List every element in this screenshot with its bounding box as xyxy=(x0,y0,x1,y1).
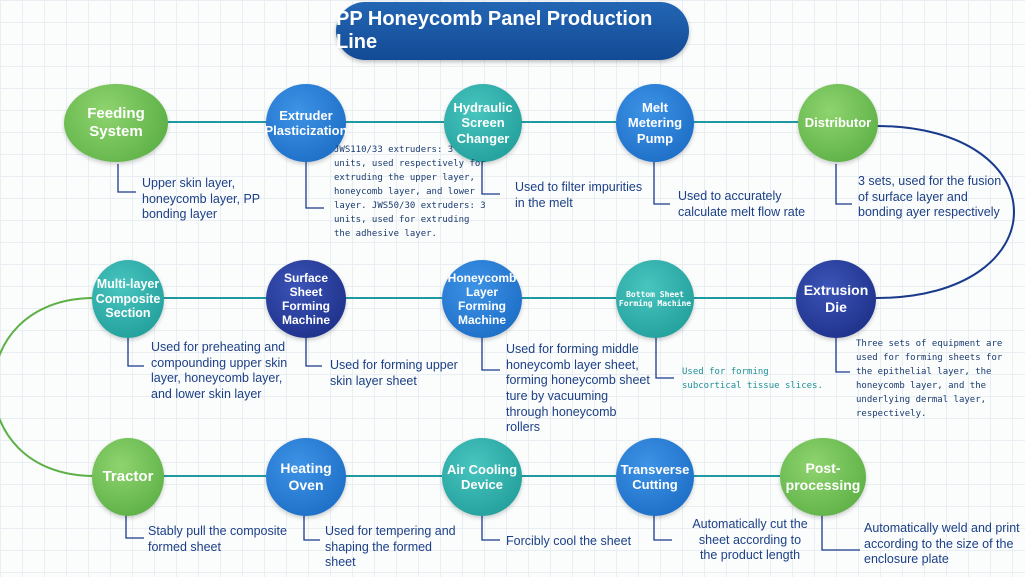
description-extrusion-die: Three sets of equipment are used for for… xyxy=(856,339,1003,419)
node-distributor: Distributor xyxy=(798,84,878,162)
node-label-line: Hydraulic xyxy=(453,100,513,115)
description-heating-oven: Used for tempering and shaping the forme… xyxy=(325,524,456,570)
node-label-line: Die xyxy=(825,299,847,315)
description-bottom-sheet-forming-machine: Used for forming subcortical tissue slic… xyxy=(682,367,823,391)
node-label-line: Cutting xyxy=(632,477,678,492)
node-label-line: Extruder xyxy=(279,107,333,123)
description-hydraulic-screen-changer: Used to filter impurities in the melt xyxy=(515,180,643,210)
node-post-processing: Post-processing xyxy=(780,438,866,516)
node-label-line: Post- xyxy=(805,460,841,477)
node-label-line: Honeycomb xyxy=(447,270,517,285)
node-label-line: Tractor xyxy=(102,468,154,486)
node-label-line: Layer Forming xyxy=(458,284,506,313)
loop-connector-left xyxy=(0,297,95,477)
diagram-title: PP Honeycomb Panel Production Line xyxy=(336,2,689,60)
description-air-cooling-device: Forcibly cool the sheet xyxy=(506,534,632,548)
callout-bracket-3 xyxy=(481,160,500,195)
callout-bracket-5 xyxy=(835,164,852,205)
callout-bracket-1 xyxy=(117,164,136,193)
node-label-line: Changer xyxy=(456,130,510,146)
node-label-line: System xyxy=(89,123,143,140)
description-extruder-plasticization: JWS110/33 extruders: 3 units, used respe… xyxy=(334,145,486,239)
node-label-line: Bottom Sheet xyxy=(626,289,684,299)
description-honeycomb-layer-forming-machine: Used for forming middle honeycomb layer … xyxy=(506,342,650,435)
node-label-line: Melt xyxy=(641,100,668,115)
description-post-processing: Automatically weld and print according t… xyxy=(864,521,1020,567)
loop-connector-right xyxy=(875,125,1015,299)
node-label-line: Composite xyxy=(95,291,161,306)
node-label-line: Distributor xyxy=(804,115,872,131)
node-label-line: Extrusion xyxy=(803,282,869,299)
node-label-line: Plasticization xyxy=(264,123,348,138)
node-label-line: Oven xyxy=(288,477,324,493)
node-label-line: Sheet Forming xyxy=(282,284,330,313)
callout-bracket-11 xyxy=(125,514,144,539)
description-feeding-system: Upper skin layer, honeycomb layer, PP bo… xyxy=(142,176,260,222)
description-distributor: 3 sets, used for the fusion of surface l… xyxy=(858,174,1002,220)
node-label-line: Screen xyxy=(461,115,505,131)
node-label-line: Section xyxy=(105,306,151,321)
node-label-line: Pump xyxy=(636,130,674,146)
node-label-line: Feeding xyxy=(87,105,145,123)
callout-bracket-7 xyxy=(305,336,322,367)
node-label-line: processing xyxy=(785,477,861,493)
node-label-line: Multi-layer xyxy=(96,276,160,291)
callout-bracket-15 xyxy=(821,514,860,551)
node-label-line: Machine xyxy=(281,313,330,328)
description-tractor: Stably pull the composite formed sheet xyxy=(148,524,287,554)
node-label-line: Surface xyxy=(283,270,329,285)
node-label-line: Machine xyxy=(457,313,506,328)
callout-bracket-14 xyxy=(653,514,672,541)
node-label-line: Device xyxy=(461,477,503,492)
callout-bracket-8 xyxy=(481,336,500,371)
node-tractor: Tractor xyxy=(92,438,164,516)
node-label-line: Heating xyxy=(280,460,332,477)
callout-bracket-10 xyxy=(835,336,850,373)
node-label-line: Transverse xyxy=(620,461,690,477)
node-label-line: Air Cooling xyxy=(446,461,518,477)
node-label-line: Metering xyxy=(627,115,683,131)
description-melt-metering-pump: Used to accurately calculate melt flow r… xyxy=(678,189,806,219)
description-multi-layer-composite-section: Used for preheating and compounding uppe… xyxy=(151,340,288,401)
callout-bracket-4 xyxy=(653,160,670,205)
callout-bracket-12 xyxy=(303,514,320,541)
callout-bracket-6 xyxy=(127,338,144,367)
callout-bracket-2 xyxy=(305,160,324,209)
callout-bracket-13 xyxy=(481,514,500,541)
description-surface-sheet-forming-machine: Used for forming upper skin layer sheet xyxy=(330,358,458,388)
callout-bracket-9 xyxy=(655,336,674,379)
node-label-line: Forming Machine xyxy=(618,299,692,308)
description-transverse-cutting: Automatically cut the sheet according to… xyxy=(692,517,808,563)
